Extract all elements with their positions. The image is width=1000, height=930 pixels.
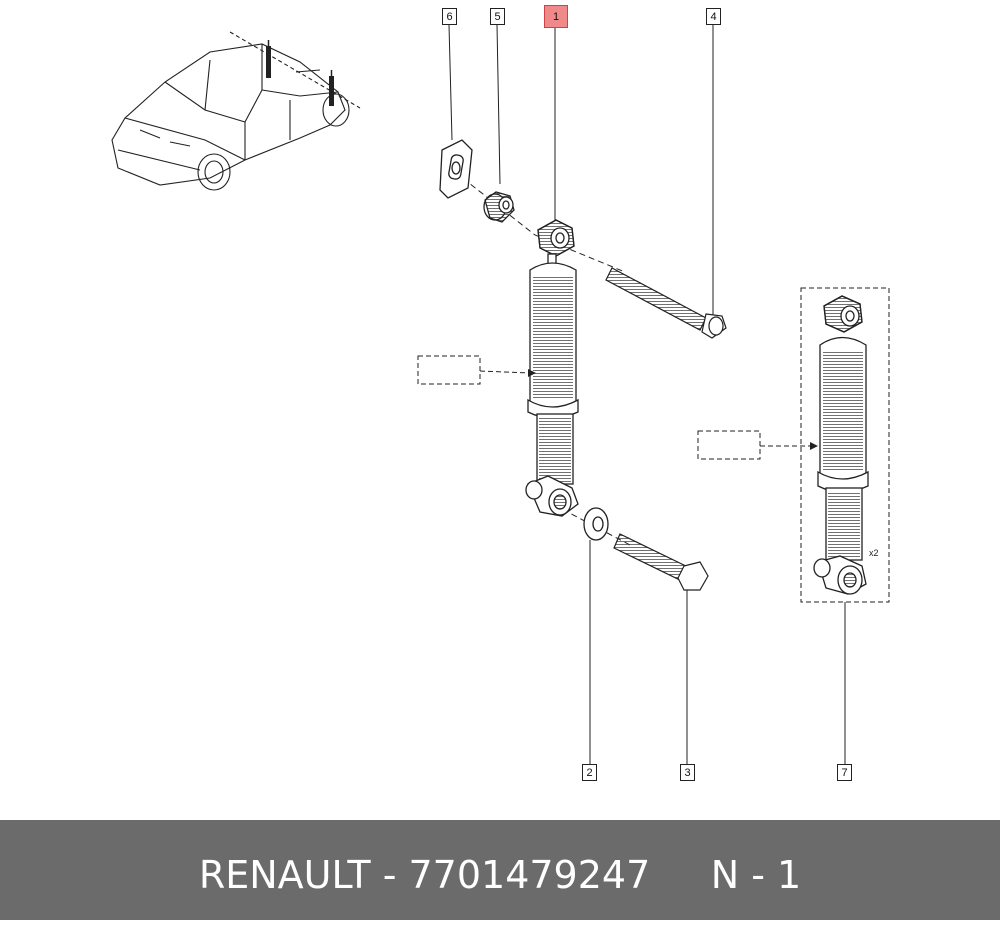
lower-bolt-part-3 (613, 533, 709, 591)
shock-absorber-part-1 (525, 219, 579, 517)
diagram-position: N - 1 (710, 853, 802, 897)
callout-5[interactable]: 5 (490, 8, 505, 25)
leader-line-5 (496, 24, 501, 185)
brand-name: RENAULT (198, 853, 371, 897)
mounting-axis-line (454, 171, 626, 273)
mount-marker-rear (329, 70, 334, 106)
reference-box-right (697, 430, 761, 460)
washer-part-2 (583, 507, 609, 541)
callout-2[interactable]: 2 (582, 764, 597, 781)
reference-box-left (417, 355, 481, 385)
lower-axis-line (544, 499, 631, 546)
callout-3[interactable]: 3 (680, 764, 695, 781)
callout-6[interactable]: 6 (442, 8, 457, 25)
upper-bolt-part-4 (605, 267, 727, 339)
callout-4[interactable]: 4 (706, 8, 721, 25)
callout-7[interactable]: 7 (837, 764, 852, 781)
caption-gap (650, 853, 710, 897)
assembly-group-box-7 (800, 287, 890, 603)
callout-1-highlighted[interactable]: 1 (544, 5, 568, 28)
vehicle-thumbnail (111, 31, 361, 191)
mount-marker-front (266, 40, 271, 78)
bushing-part-5 (483, 191, 515, 223)
caption-separator: - (370, 853, 409, 897)
shock-absorber-assembly-part-7 (813, 295, 869, 595)
footer-caption: RENAULT - 7701479247 N - 1 (0, 820, 1000, 920)
assembly-quantity: x2 (869, 548, 879, 558)
leader-line-6 (448, 24, 453, 141)
footer-banner: RENAULT - 7701479247 N - 1 (0, 820, 1000, 920)
bracket-plate-part-6 (439, 139, 473, 199)
exploded-parts-diagram (111, 24, 890, 764)
part-number: 7701479247 (408, 853, 651, 897)
